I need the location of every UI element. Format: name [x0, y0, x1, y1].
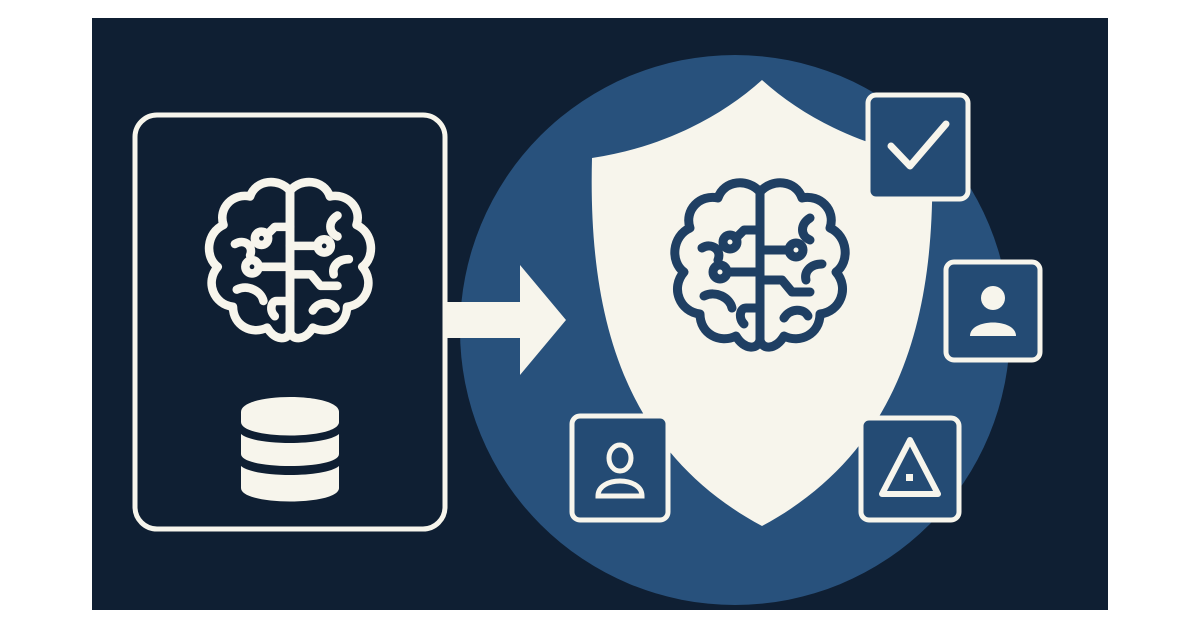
arrow-right-icon: [447, 265, 566, 375]
user-icon: [595, 442, 645, 499]
user-badge-left: [569, 413, 671, 523]
warning-badge: [858, 415, 962, 523]
user-icon: [970, 286, 1016, 336]
warning-icon: [879, 437, 941, 497]
user-badge-right: [943, 259, 1043, 363]
database-icon: [241, 397, 339, 502]
checkmark-badge: [865, 92, 971, 202]
checkmark-icon: [887, 120, 950, 170]
source-model-box: [132, 112, 448, 532]
